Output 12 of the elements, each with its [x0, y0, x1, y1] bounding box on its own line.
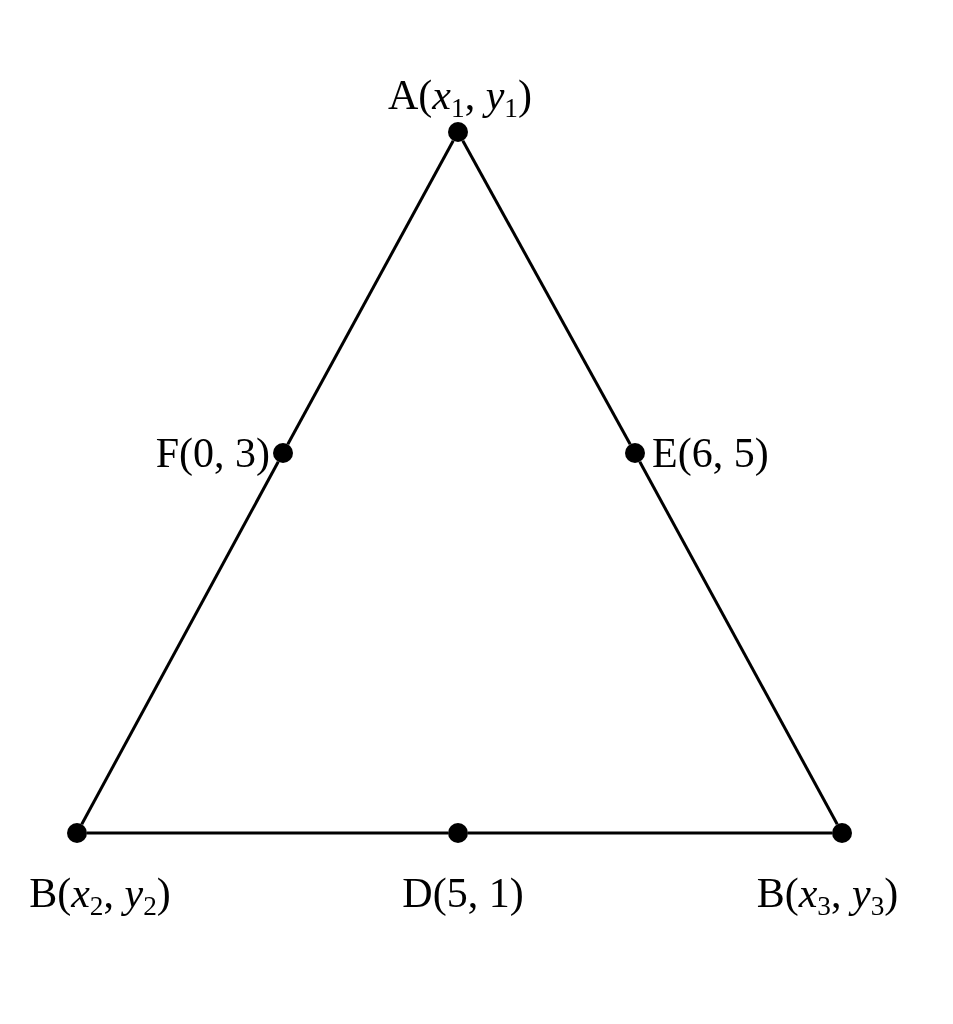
triangle-side — [638, 461, 839, 825]
point-label: B(x$_{3}$, y$_{3}$) — [755, 869, 900, 918]
triangle-side — [461, 140, 632, 445]
point-label: F(0, 3) — [154, 429, 270, 478]
triangle-side — [87, 831, 448, 835]
point-label: E(6, 5) — [652, 429, 770, 478]
triangle-side — [468, 831, 832, 835]
triangle-side — [80, 461, 280, 825]
point-label: A(x$_{1}$, y$_{1}$) — [387, 71, 533, 120]
point-label: D(5, 1) — [401, 869, 525, 918]
point-label: B(x$_{2}$, y$_{2}$) — [28, 869, 172, 918]
triangle-side — [286, 140, 455, 445]
